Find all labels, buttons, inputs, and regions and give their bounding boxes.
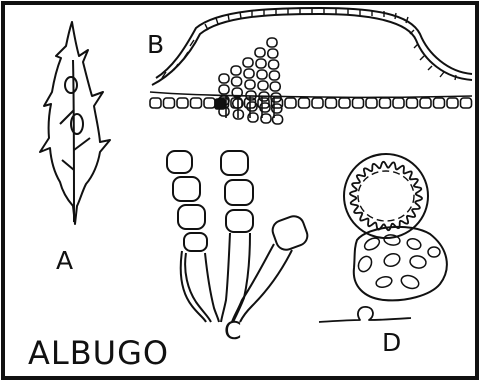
chain-left [167, 151, 219, 322]
oospore-inner-wall [358, 171, 414, 221]
sporangia-chains [219, 38, 283, 124]
panel-a-leaf [40, 22, 110, 224]
figure-title: ALBUGO [28, 337, 169, 369]
epidermis-cells-upper [162, 8, 456, 80]
label-d: D [382, 330, 401, 355]
label-c: C [224, 318, 241, 343]
germ-tube [319, 307, 411, 322]
label-a: A [56, 248, 73, 273]
oogonium-nuclei [356, 234, 440, 291]
panel-b-pustule-section [150, 8, 472, 124]
oogonium [354, 227, 447, 300]
panel-c-sporangiophores [167, 151, 310, 322]
oospore-warty-wall [350, 162, 422, 230]
panel-d-oospore [319, 154, 447, 322]
label-b: B [147, 32, 164, 57]
host-cells-lower [150, 98, 472, 109]
leaf-pustule-upper [65, 77, 77, 93]
chain-right [232, 213, 310, 322]
chain-middle [221, 151, 253, 322]
